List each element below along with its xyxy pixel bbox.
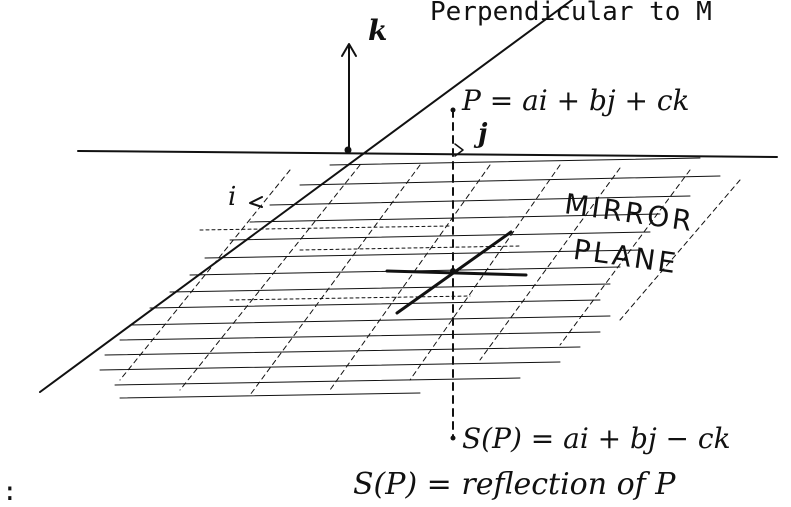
- i-arrowhead-icon: [249, 196, 263, 208]
- point-p-label: P = ai + bj + ck: [461, 84, 690, 117]
- plane-cross-long: [385, 269, 528, 277]
- point-p-dot: [450, 107, 456, 113]
- mirror-label-line1: MIRROR: [563, 187, 697, 238]
- j-arrowhead-icon: [454, 143, 464, 157]
- k-arrowhead-icon: [341, 43, 357, 57]
- point-sp-dot: [450, 435, 456, 441]
- j-axis-label: j: [473, 119, 488, 149]
- k-axis-label: k: [368, 14, 387, 47]
- i-axis-label: i: [228, 182, 236, 212]
- top-caption-fragment: Perpendicular to M: [430, 0, 712, 27]
- mirror-label-line2: PLANE: [571, 233, 680, 280]
- horizontal-axis-line: [77, 150, 778, 158]
- plane-cross-diagonal: [395, 230, 513, 315]
- origin-dot: [344, 146, 352, 154]
- left-edge-fragment: :: [2, 477, 18, 507]
- mirror-plane-hatching: [99, 157, 741, 399]
- reflected-point-label: S(P) = ai + bj − ck: [462, 422, 731, 455]
- diagonal-axis-line: [39, 0, 573, 393]
- reflection-definition: S(P) = reflection of P: [353, 467, 676, 502]
